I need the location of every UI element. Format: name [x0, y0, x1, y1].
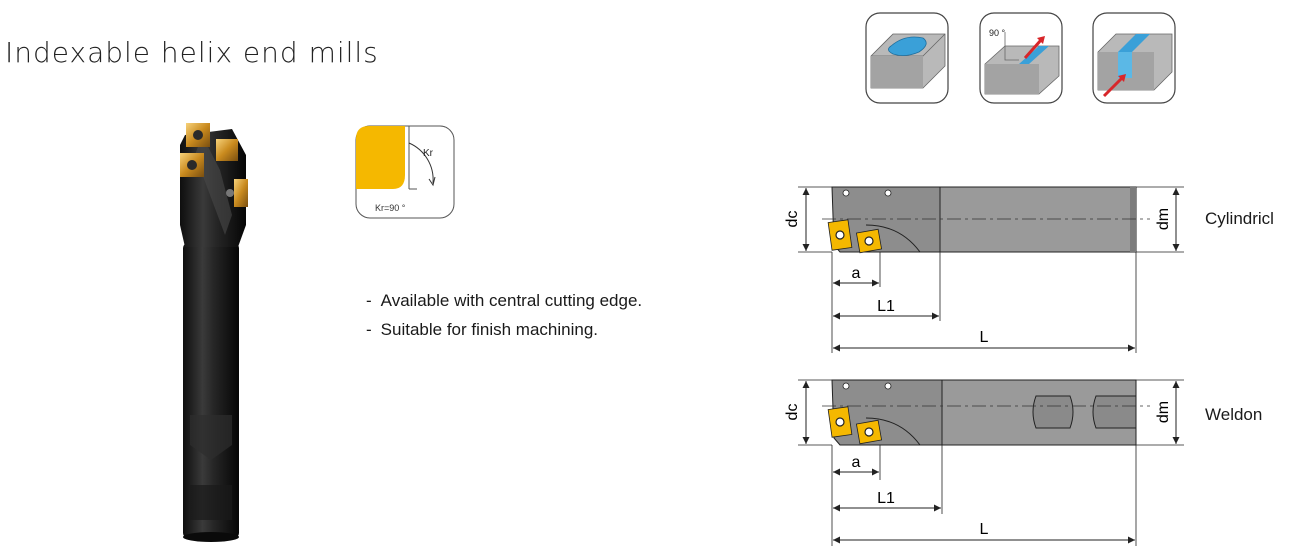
shoulder-milling-icon: 90 °	[979, 12, 1063, 104]
svg-text:90 °: 90 °	[989, 28, 1006, 38]
svg-text:dc: dc	[784, 211, 801, 228]
svg-text:L1: L1	[877, 490, 895, 507]
svg-text:L: L	[980, 329, 989, 346]
svg-text:dm: dm	[1155, 208, 1172, 230]
carbide-insert	[827, 406, 853, 438]
shank-type-weldon: Weldon	[1205, 405, 1263, 424]
shank-type-cylindrical: Cylindricl	[1205, 209, 1274, 228]
end-mill-photo	[180, 123, 248, 542]
carbide-insert	[855, 228, 883, 254]
technical-drawings: dc dm a L1 L	[784, 186, 1184, 546]
insert-angle-diagram: Kr Kr=90 °	[355, 125, 455, 219]
insert-shape	[356, 126, 405, 189]
feature-list: -Available with central cutting edge. -S…	[366, 286, 642, 344]
svg-text:L1: L1	[877, 298, 895, 315]
kr-label: Kr	[423, 148, 434, 159]
weldon-shank-drawing: dc dm a L1 L	[784, 379, 1184, 546]
carbide-insert	[216, 139, 238, 161]
feature-item: -Suitable for finish machining.	[366, 320, 599, 339]
svg-text:dm: dm	[1155, 401, 1172, 423]
page-title: Indexable helix end mills	[5, 36, 379, 69]
carbide-insert	[827, 219, 853, 251]
carbide-insert	[234, 179, 248, 207]
feature-item: -Available with central cutting edge.	[366, 291, 643, 310]
cylindrical-shank-drawing: dc dm a L1 L	[784, 186, 1184, 353]
svg-text:a: a	[852, 454, 861, 471]
pocket-milling-icon	[865, 12, 949, 104]
svg-text:dc: dc	[784, 404, 801, 421]
svg-text:a: a	[852, 265, 861, 282]
slot-milling-icon	[1092, 12, 1176, 104]
carbide-insert	[180, 153, 204, 177]
carbide-insert	[855, 419, 883, 445]
tool-shank	[183, 243, 239, 538]
svg-text:L: L	[980, 521, 989, 538]
kr-value: Kr=90 °	[375, 203, 406, 213]
carbide-insert	[186, 123, 210, 147]
